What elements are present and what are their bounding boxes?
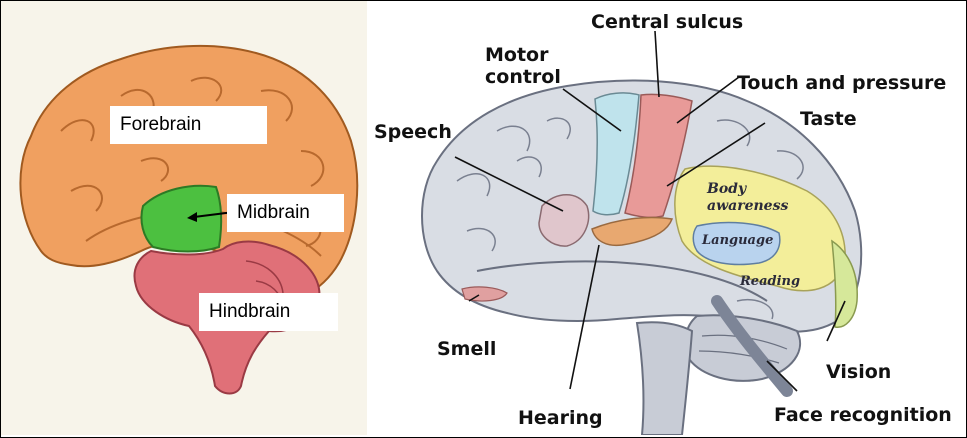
hearing-label: Hearing [518, 407, 603, 429]
cerebellum-region [685, 315, 800, 381]
speech-label: Speech [374, 121, 452, 143]
face-recognition-label: Face recognition [774, 404, 952, 426]
smell-label: Smell [437, 338, 496, 360]
hindbrain-label: Hindbrain [199, 293, 338, 331]
touch-pressure-label: Touch and pressure [737, 72, 946, 94]
central-sulcus-label: Central sulcus [591, 11, 743, 33]
body-awareness-label: Body awareness [707, 181, 788, 215]
language-label: Language [702, 233, 773, 248]
brain-divisions-panel: Forebrain Midbrain Hindbrain [1, 1, 367, 435]
reading-label: Reading [740, 274, 800, 289]
vision-label: Vision [826, 361, 891, 383]
forebrain-label: Forebrain [110, 106, 267, 144]
brainstem [637, 322, 692, 435]
motor-control-label: Motor control [485, 44, 561, 88]
midbrain-label: Midbrain [227, 194, 344, 232]
cortex-function-panel: Central sulcus Motor control Touch and p… [367, 1, 964, 435]
taste-label: Taste [800, 108, 857, 130]
